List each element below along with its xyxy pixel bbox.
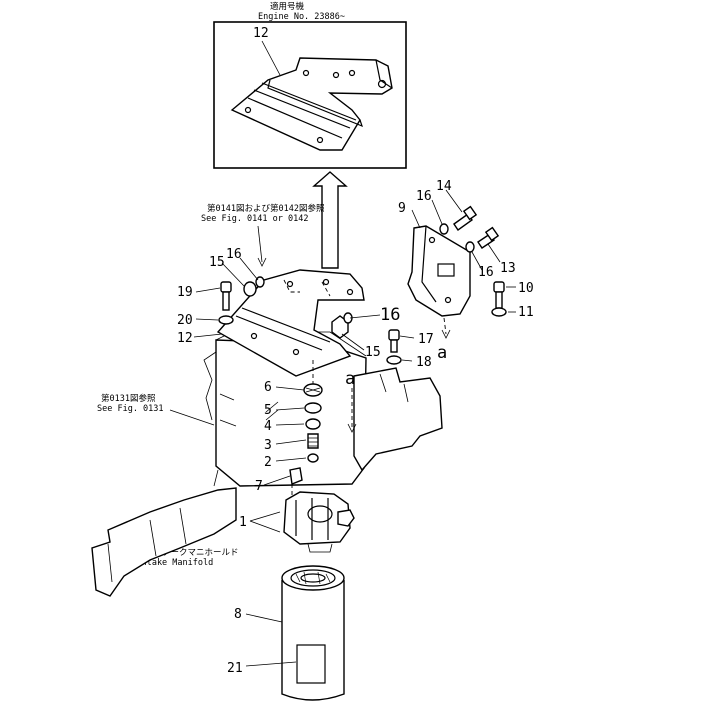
callout-6: 6 <box>264 380 272 395</box>
ref-manifold-en: Air Intake Manifold <box>116 558 213 568</box>
callout-15-left: 15 <box>209 255 225 270</box>
callout-1: 1 <box>239 515 247 530</box>
inset-note-en: Engine No. 23886~ <box>258 12 345 22</box>
callout-5: 5 <box>264 403 272 418</box>
ref-fig0131-en: See Fig. 0131 <box>97 404 164 414</box>
fasteners <box>218 205 507 365</box>
callout-11: 11 <box>518 305 534 320</box>
filter-head-1 <box>283 467 355 553</box>
inset-note-jp: 適用号機 <box>270 1 305 12</box>
callout-3: 3 <box>264 438 272 453</box>
callout-14: 14 <box>436 179 452 194</box>
callout-17: 17 <box>418 332 434 347</box>
callout-16-mid: 16 <box>478 265 494 280</box>
ref-fig0131-jp: 第0131図参照 <box>101 393 156 404</box>
callout-8: 8 <box>234 607 242 622</box>
bracket-9 <box>407 225 471 339</box>
callout-19: 19 <box>177 285 193 300</box>
inset-bracket-drawing <box>230 57 393 151</box>
callout-12: 12 <box>177 331 193 346</box>
callout-labels: 8 21 1 7 2 3 4 5 6 12 20 19 15 16 15 16 … <box>177 179 534 676</box>
callout-20: 20 <box>177 313 193 328</box>
callout-2: 2 <box>264 455 272 470</box>
callout-4: 4 <box>264 419 272 434</box>
callout-9: 9 <box>398 201 406 216</box>
air-intake-manifold <box>91 469 237 597</box>
callout-16-right: 16 <box>380 305 400 325</box>
callout-16-left: 16 <box>226 247 242 262</box>
inset-panel: 適用号機 Engine No. 23886~ 12 <box>213 1 407 169</box>
inset-callout-12: 12 <box>253 26 269 41</box>
callout-7: 7 <box>255 479 263 494</box>
inset-arrow <box>312 171 348 269</box>
callout-15-right: 15 <box>365 345 381 360</box>
filter-cartridge-8 <box>281 565 345 701</box>
filter-head-housing <box>203 331 443 487</box>
callout-a-right: a <box>437 343 447 363</box>
callout-10: 10 <box>518 281 534 296</box>
callout-18: 18 <box>416 355 432 370</box>
ref-manifold-jp: エアーインテークマニホールド <box>120 548 239 558</box>
leader-lines <box>193 189 516 667</box>
cartridge-label-21 <box>296 644 326 684</box>
reference-notes: 第0141図および第0142図参照 See Fig. 0141 or 0142 … <box>97 203 325 568</box>
valve-stack <box>265 360 357 463</box>
callout-13: 13 <box>500 261 516 276</box>
ref-fig0141-jp: 第0141図および第0142図参照 <box>207 203 325 214</box>
bracket-12 <box>216 269 365 377</box>
ref-fig0141-en: See Fig. 0141 or 0142 <box>201 214 308 224</box>
callout-a-left: a <box>345 369 355 389</box>
callout-16-top: 16 <box>416 189 432 204</box>
callout-21: 21 <box>227 661 243 676</box>
